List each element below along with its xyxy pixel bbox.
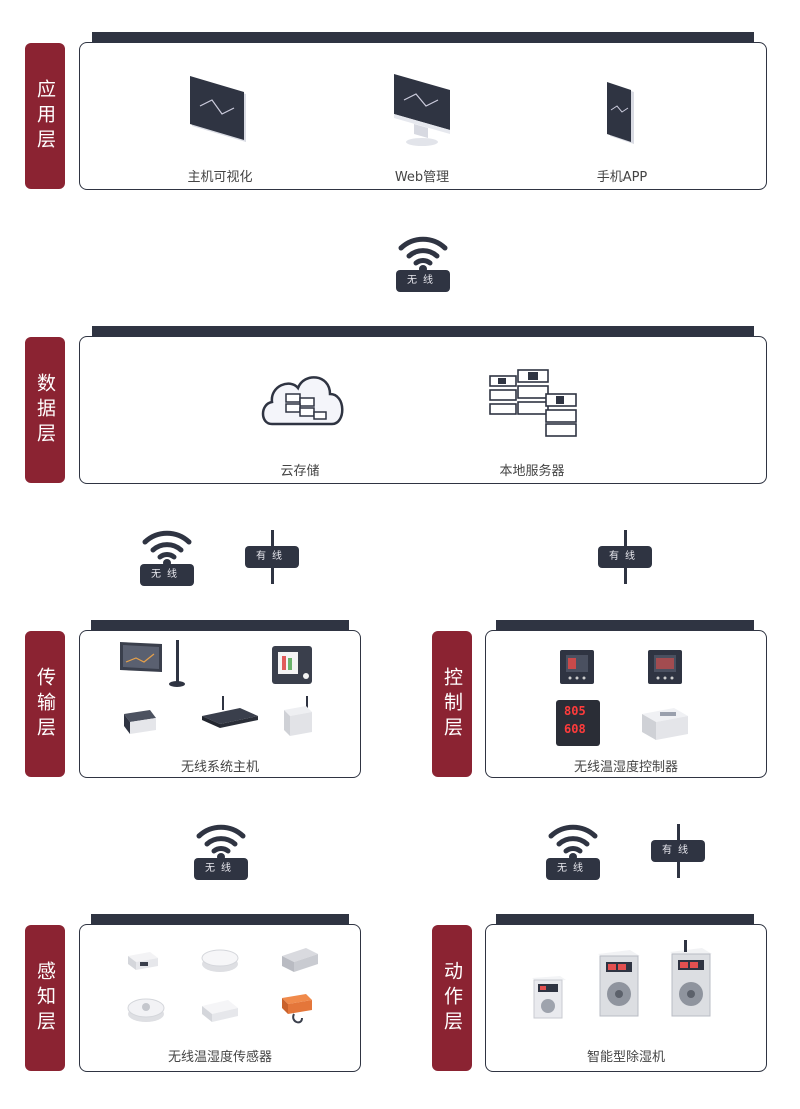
imac-icon [394, 74, 450, 146]
controller-meter-icon [648, 650, 682, 684]
transport-caption: 无线系统主机 [180, 760, 259, 775]
dehumidifier-icon [598, 950, 640, 1017]
wifi-icon [548, 824, 598, 861]
control-panel [485, 630, 767, 778]
controller-meter-icon [560, 650, 594, 684]
gateway-icon [202, 696, 258, 728]
wifi-icon [196, 824, 246, 861]
application-header-bar [92, 32, 754, 43]
controller-led-display: 805 608 [556, 700, 600, 746]
wifi-icon [142, 530, 192, 567]
sensor-box-icon [128, 952, 158, 970]
display-host-icon [272, 646, 312, 684]
layer-label-action: 动作层 [432, 925, 472, 1071]
item-label-mobile-app: 手机APP [596, 170, 648, 185]
action-caption: 智能型除湿机 [586, 1050, 665, 1065]
din-module-icon [284, 696, 312, 736]
monitor-icon [190, 76, 246, 142]
sensor-round-icon [127, 998, 165, 1022]
transport-header-bar [91, 620, 349, 631]
layer-label-application: 应用层 [25, 43, 65, 189]
dehumidifier-icon [532, 976, 566, 1019]
sensing-panel [79, 924, 361, 1072]
item-label-web-management: Web管理 [394, 170, 450, 185]
cloud-storage-icon [261, 376, 344, 426]
dehumidifier-icon [670, 940, 712, 1017]
tablet-host-icon [120, 640, 185, 687]
server-icon [489, 369, 577, 437]
action-header-bar [496, 914, 754, 925]
layer-label-sensing: 感知层 [25, 925, 65, 1071]
layer-label-control: 控制层 [432, 631, 472, 777]
wired-badge: 有线 [245, 546, 299, 568]
sensor-host-icon [124, 710, 156, 734]
wireless-badge: 无线 [140, 564, 194, 586]
data-header-bar [92, 326, 754, 337]
din-controller-icon [642, 708, 688, 740]
phone-icon [607, 82, 634, 144]
item-label-host-visualization: 主机可视化 [187, 170, 253, 185]
control-header-bar [496, 620, 754, 631]
wireless-badge: 无线 [396, 270, 450, 292]
item-label-cloud-storage: 云存储 [280, 464, 320, 479]
wired-badge: 有线 [651, 840, 705, 862]
layer-label-transport: 传输层 [25, 631, 65, 777]
wireless-badge: 无线 [546, 858, 600, 880]
clamp-sensor-icon [282, 994, 312, 1024]
sensing-caption: 无线温湿度传感器 [167, 1050, 272, 1065]
sensor-box-icon [202, 1000, 238, 1022]
sensor-round-icon [201, 949, 239, 972]
led-value-bottom: 608 [564, 722, 586, 736]
sensor-probe-icon [282, 948, 318, 972]
wired-badge: 有线 [598, 546, 652, 568]
led-value-top: 805 [564, 704, 586, 718]
item-label-local-server: 本地服务器 [499, 464, 565, 479]
wireless-badge: 无线 [194, 858, 248, 880]
wifi-icon [398, 236, 448, 273]
layer-label-data: 数据层 [25, 337, 65, 483]
data-panel [79, 336, 767, 484]
control-caption: 无线温湿度控制器 [573, 760, 678, 775]
sensing-header-bar [91, 914, 349, 925]
